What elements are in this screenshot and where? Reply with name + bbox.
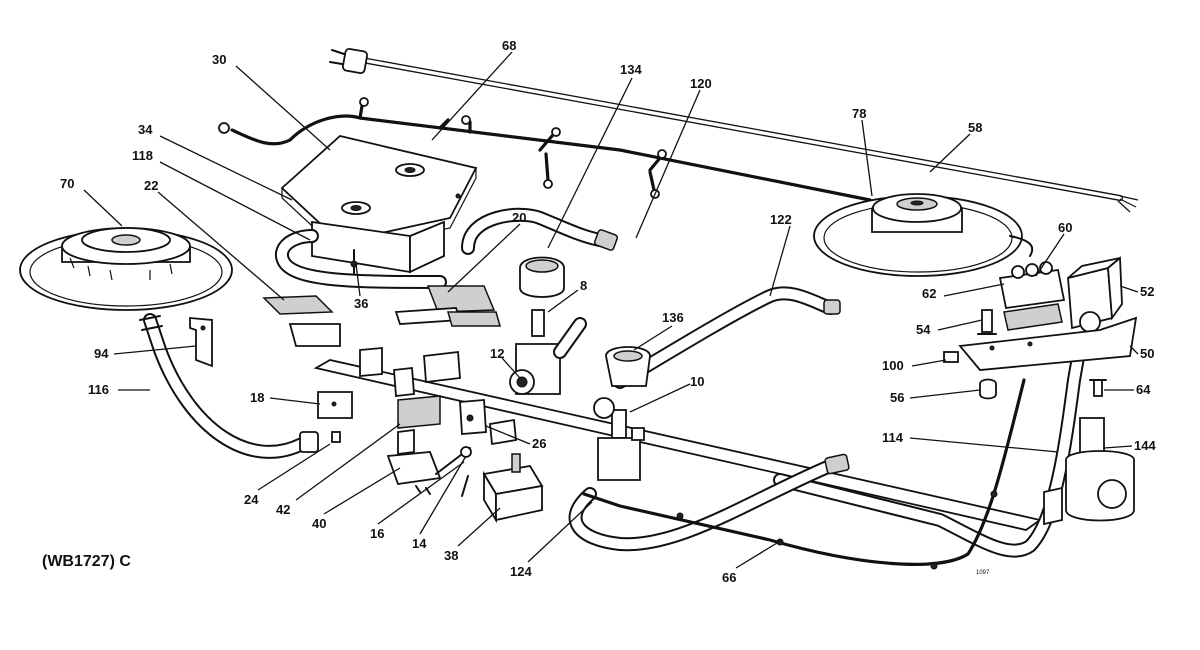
- callout-12: 12: [490, 346, 504, 361]
- terminal-block-60: [998, 261, 1066, 310]
- screw-64: [1089, 379, 1107, 397]
- callout-64: 64: [1136, 382, 1151, 397]
- callout-66: 66: [722, 570, 736, 585]
- callout-54: 54: [916, 322, 931, 337]
- connector-54: [977, 309, 997, 335]
- coupler-136: [605, 346, 651, 387]
- spark-module-40: [386, 428, 442, 495]
- electrode-14-16: [435, 446, 472, 497]
- diagram-caption: (WB1727) C: [42, 553, 131, 570]
- callout-144: 144: [1134, 438, 1156, 453]
- callout-118: 118: [132, 148, 153, 163]
- manifold-bar: [313, 359, 1043, 531]
- callout-20: 20: [512, 210, 526, 225]
- callout-116: 116: [88, 382, 109, 397]
- callout-30: 30: [212, 52, 226, 67]
- tube-114: [773, 339, 1087, 558]
- callout-18: 18: [250, 390, 264, 405]
- bracket-18: [317, 391, 353, 419]
- callout-52: 52: [1140, 284, 1154, 299]
- tube-120: [461, 207, 619, 255]
- valve-12: [509, 309, 587, 395]
- callout-38: 38: [444, 548, 458, 563]
- clip-100: [943, 351, 959, 363]
- callout-136: 136: [662, 310, 684, 325]
- callout-120: 120: [690, 76, 712, 91]
- callout-labels: 68 30 134 120 34 118 78 58 70 22 20 122 …: [60, 38, 1156, 585]
- callout-42: 42: [276, 502, 290, 517]
- spacer-62: [1003, 303, 1063, 331]
- callout-8: 8: [580, 278, 587, 293]
- callout-22: 22: [144, 178, 158, 193]
- tube-124: [568, 453, 850, 552]
- plate-50: [958, 316, 1138, 371]
- callout-100: 100: [882, 358, 904, 373]
- callout-134: 134: [620, 62, 642, 77]
- callout-68: 68: [502, 38, 516, 53]
- power-cord: [329, 47, 1139, 213]
- callout-34: 34: [138, 122, 153, 137]
- switch-52: [1067, 256, 1123, 333]
- tube-122: [613, 286, 841, 389]
- callout-78: 78: [852, 106, 866, 121]
- leader-lines: [83, 51, 1139, 569]
- callout-14: 14: [412, 536, 427, 551]
- igniter-parts: [359, 347, 517, 446]
- valve-10: [593, 397, 645, 481]
- callout-60: 60: [1058, 220, 1072, 235]
- wire-66: [582, 378, 1026, 570]
- callout-40: 40: [312, 516, 326, 531]
- callout-26: 26: [532, 436, 546, 451]
- callout-56: 56: [890, 390, 904, 405]
- callout-70: 70: [60, 176, 74, 191]
- callout-24: 24: [244, 492, 259, 507]
- callout-62: 62: [922, 286, 936, 301]
- wiring-harness: [218, 97, 872, 202]
- right-burner: [813, 193, 1034, 277]
- callout-94: 94: [94, 346, 109, 361]
- drawing-stamp: 1097: [976, 570, 990, 576]
- callout-36: 36: [354, 296, 368, 311]
- left-burner: [19, 227, 319, 459]
- screw-24: [331, 431, 341, 443]
- callout-114: 114: [882, 430, 904, 445]
- regulator-144: [1043, 417, 1135, 526]
- tube-118: [275, 229, 447, 289]
- callout-122: 122: [770, 212, 792, 227]
- module-38: [482, 453, 544, 524]
- valve-housing: [311, 220, 445, 283]
- callout-16: 16: [370, 526, 384, 541]
- callout-50: 50: [1140, 346, 1154, 361]
- callout-58: 58: [968, 120, 982, 135]
- callout-124: 124: [510, 564, 532, 579]
- bracket-20: [394, 285, 501, 327]
- bracket-94: [189, 317, 213, 368]
- valve-134: [519, 256, 565, 298]
- plug: [329, 47, 369, 75]
- bracket-22: [262, 295, 341, 347]
- nut-56: [979, 378, 997, 400]
- callout-10: 10: [690, 374, 704, 389]
